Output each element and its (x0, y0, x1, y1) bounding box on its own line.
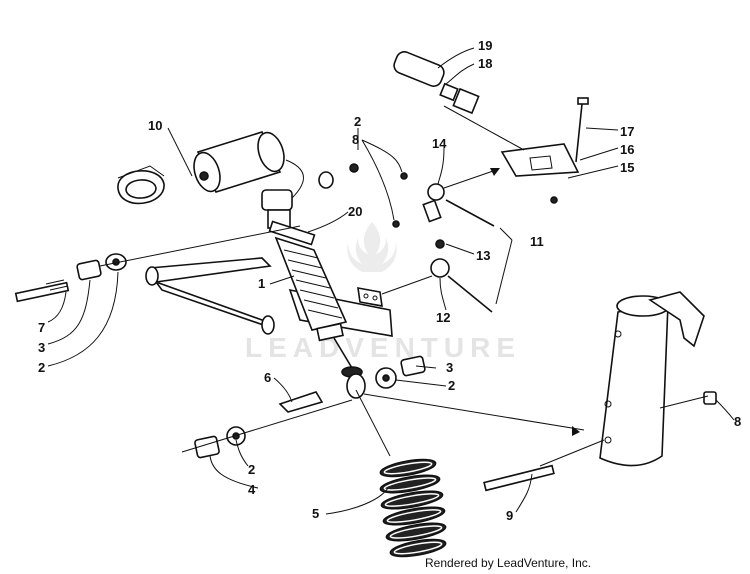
a-arm (145, 257, 393, 337)
callout-9: 9 (506, 508, 513, 523)
callout-3-right: 3 (446, 360, 453, 375)
callout-2-top: 2 (354, 114, 361, 129)
render-credit: Rendered by LeadVenture, Inc. (425, 556, 592, 570)
reference-lines (99, 105, 709, 467)
callout-20: 20 (348, 204, 362, 219)
callout-16: 16 (620, 142, 634, 157)
callout-5: 5 (312, 506, 319, 521)
callout-10: 10 (148, 118, 162, 133)
pivot-housing (599, 291, 705, 467)
watermark: LEADVENTURE (245, 222, 521, 363)
callout-2-bottom: 2 (248, 462, 255, 477)
callout-12: 12 (436, 310, 450, 325)
watermark-text: LEADVENTURE (245, 332, 521, 363)
callout-8-top: 8 (352, 132, 359, 147)
callout-13: 13 (476, 248, 490, 263)
callouts: 10 2 8 20 1 7 3 2 6 3 2 2 4 5 9 8 11 12 … (38, 38, 741, 523)
callout-6: 6 (264, 370, 271, 385)
leader-lines (47, 47, 735, 515)
callout-17: 17 (620, 124, 634, 139)
callout-15: 15 (620, 160, 634, 175)
callout-2-right: 2 (448, 378, 455, 393)
callout-2-left: 2 (38, 360, 45, 375)
callout-19: 19 (478, 38, 492, 53)
callout-8-right: 8 (734, 414, 741, 429)
linkage (318, 163, 495, 313)
callout-7: 7 (38, 320, 45, 335)
reservoir-canister (117, 131, 285, 205)
coil-spring (379, 458, 447, 558)
callout-4: 4 (248, 482, 256, 497)
callout-11: 11 (530, 234, 544, 249)
left-mount-hardware (14, 253, 127, 303)
long-bolts (483, 391, 717, 492)
callout-18: 18 (478, 56, 492, 71)
top-bracket (393, 51, 589, 204)
watermark-logo-icon (347, 222, 397, 272)
shock-absorber (261, 159, 366, 399)
callout-3-left: 3 (38, 340, 45, 355)
callout-14: 14 (432, 136, 447, 151)
bushings (194, 355, 426, 459)
callout-1: 1 (258, 276, 265, 291)
